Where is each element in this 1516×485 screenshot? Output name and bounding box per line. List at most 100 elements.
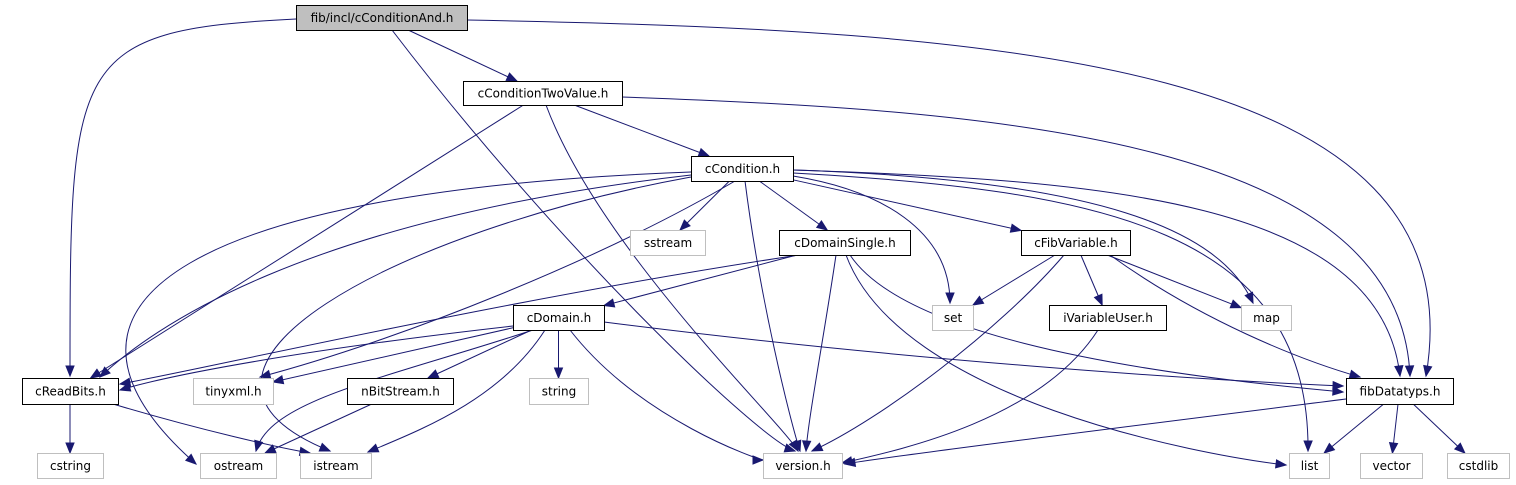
edge-cCondition-to-version (744, 180, 802, 453)
edge-cCondition-to-list (792, 172, 1313, 453)
edge-cFibVariable-to-version (810, 254, 1065, 452)
arrowhead-icon (801, 440, 812, 453)
node-box[interactable] (691, 156, 794, 182)
edge-line (259, 180, 736, 378)
edge-root-to-cReadBits (65, 18, 297, 378)
arrowhead-icon (1388, 442, 1399, 455)
edge-line (125, 171, 692, 465)
edge-fibDatatyps-to-version (843, 398, 1347, 467)
arrowhead-icon (553, 367, 564, 380)
edge-line (845, 254, 1287, 466)
edge-line (841, 329, 1099, 464)
edge-cCondition-to-istream (260, 176, 692, 452)
edge-cConditionTwoValue-to-fibDatatyps (621, 96, 1415, 378)
edge-line (90, 104, 524, 379)
arrowhead-icon (1404, 365, 1415, 378)
edge-line (811, 254, 1065, 452)
node-label: fib/incl/cConditionAnd.h (311, 11, 454, 25)
edge-line (407, 29, 518, 82)
node-box[interactable] (779, 230, 911, 256)
arrowhead-icon (971, 295, 985, 306)
node-box[interactable] (513, 305, 605, 331)
edge-line (1323, 403, 1385, 454)
edge-line (545, 104, 799, 452)
node-label: list (1301, 459, 1319, 473)
node-cConditionTwoValue[interactable]: cConditionTwoValue.h (463, 81, 623, 106)
edges-layer (65, 18, 1466, 469)
nodes-layer: fib/incl/cConditionAnd.h cConditionTwoVal… (22, 5, 1510, 479)
edge-line (744, 180, 801, 452)
arrowhead-icon (505, 72, 519, 82)
edge-nBitStream-to-ostream (263, 403, 372, 454)
node-cCondition[interactable]: cCondition.h (691, 156, 794, 182)
node-fibDatatyps[interactable]: fibDatatyps.h (1346, 378, 1454, 405)
node-box (1360, 453, 1423, 479)
arrowhead-icon (99, 366, 111, 378)
node-label: cFibVariable.h (1034, 236, 1118, 250)
arrowhead-icon (258, 369, 272, 379)
edge-cCondition-to-set (792, 175, 955, 305)
edge-cCondition-to-tinyxml (258, 180, 736, 379)
node-box (300, 453, 372, 479)
edge-fibDatatyps-to-vector (1388, 403, 1399, 455)
node-cDomain[interactable]: cDomain.h (513, 305, 605, 331)
arrowhead-icon (318, 442, 332, 452)
node-iVariableUser[interactable]: iVariableUser.h (1049, 305, 1167, 331)
node-box[interactable] (1021, 230, 1131, 256)
node-label: vector (1372, 459, 1410, 473)
node-box[interactable] (296, 5, 468, 31)
node-box[interactable] (1049, 305, 1167, 331)
node-label: cstring (50, 459, 91, 473)
node-root[interactable]: fib/incl/cConditionAnd.h (296, 5, 468, 31)
edge-line (264, 403, 372, 454)
arrowhead-icon (1244, 291, 1254, 305)
edge-line (367, 329, 546, 453)
arrowhead-icon (1394, 365, 1404, 378)
node-set: set (932, 305, 974, 331)
node-box[interactable] (347, 378, 454, 405)
edge-cDomain-to-ostream (254, 329, 534, 453)
node-box[interactable] (22, 378, 119, 405)
edge-line (427, 329, 532, 379)
node-label: sstream (644, 236, 692, 250)
node-label: tinyxml.h (205, 385, 261, 399)
node-box[interactable] (463, 81, 623, 106)
edge-cDomain-to-cReadBits (118, 325, 514, 392)
edge-root-to-fibDatatyps (466, 19, 1433, 378)
node-cReadBits[interactable]: cReadBits.h (22, 378, 119, 405)
arrowhead-icon (65, 442, 75, 455)
edge-line (69, 18, 297, 377)
node-box (193, 378, 274, 405)
arrowhead-icon (65, 365, 75, 378)
node-cFibVariable[interactable]: cFibVariable.h (1021, 230, 1131, 256)
edge-line (844, 398, 1347, 465)
node-box[interactable] (1346, 378, 1454, 405)
node-label: string (542, 385, 576, 399)
arrowhead-icon (810, 442, 824, 452)
edge-cDomainSingle-to-version (801, 254, 837, 453)
node-label: cConditionTwoValue.h (478, 87, 609, 101)
node-nBitStream[interactable]: nBitStream.h (347, 378, 454, 405)
arrowhead-icon (679, 219, 691, 231)
edge-fibDatatyps-to-cstdlib (1412, 403, 1466, 454)
edge-cFibVariable-to-map (1107, 254, 1243, 309)
node-label: set (944, 311, 963, 325)
edge-line (574, 104, 710, 157)
node-cDomainSingle[interactable]: cDomainSingle.h (779, 230, 911, 256)
node-label: version.h (775, 459, 830, 473)
edge-line (569, 329, 764, 461)
node-cstdlib: cstdlib (1447, 453, 1510, 479)
node-box (529, 378, 589, 405)
edge-root-to-cConditionTwoValue (407, 29, 519, 82)
node-ostream: ostream (200, 453, 277, 479)
arrowhead-icon (1275, 459, 1288, 469)
node-label: map (1253, 311, 1280, 325)
node-tinyxml: tinyxml.h (193, 378, 274, 405)
edge-cConditionTwoValue-to-cReadBits (89, 104, 524, 379)
arrowhead-icon (366, 443, 380, 453)
edge-cConditionTwoValue-to-cCondition (574, 104, 711, 157)
edge-cDomain-to-string (553, 330, 564, 380)
edge-cDomain-to-istream (366, 329, 546, 453)
edge-cCondition-to-cDomainSingle (759, 180, 829, 231)
